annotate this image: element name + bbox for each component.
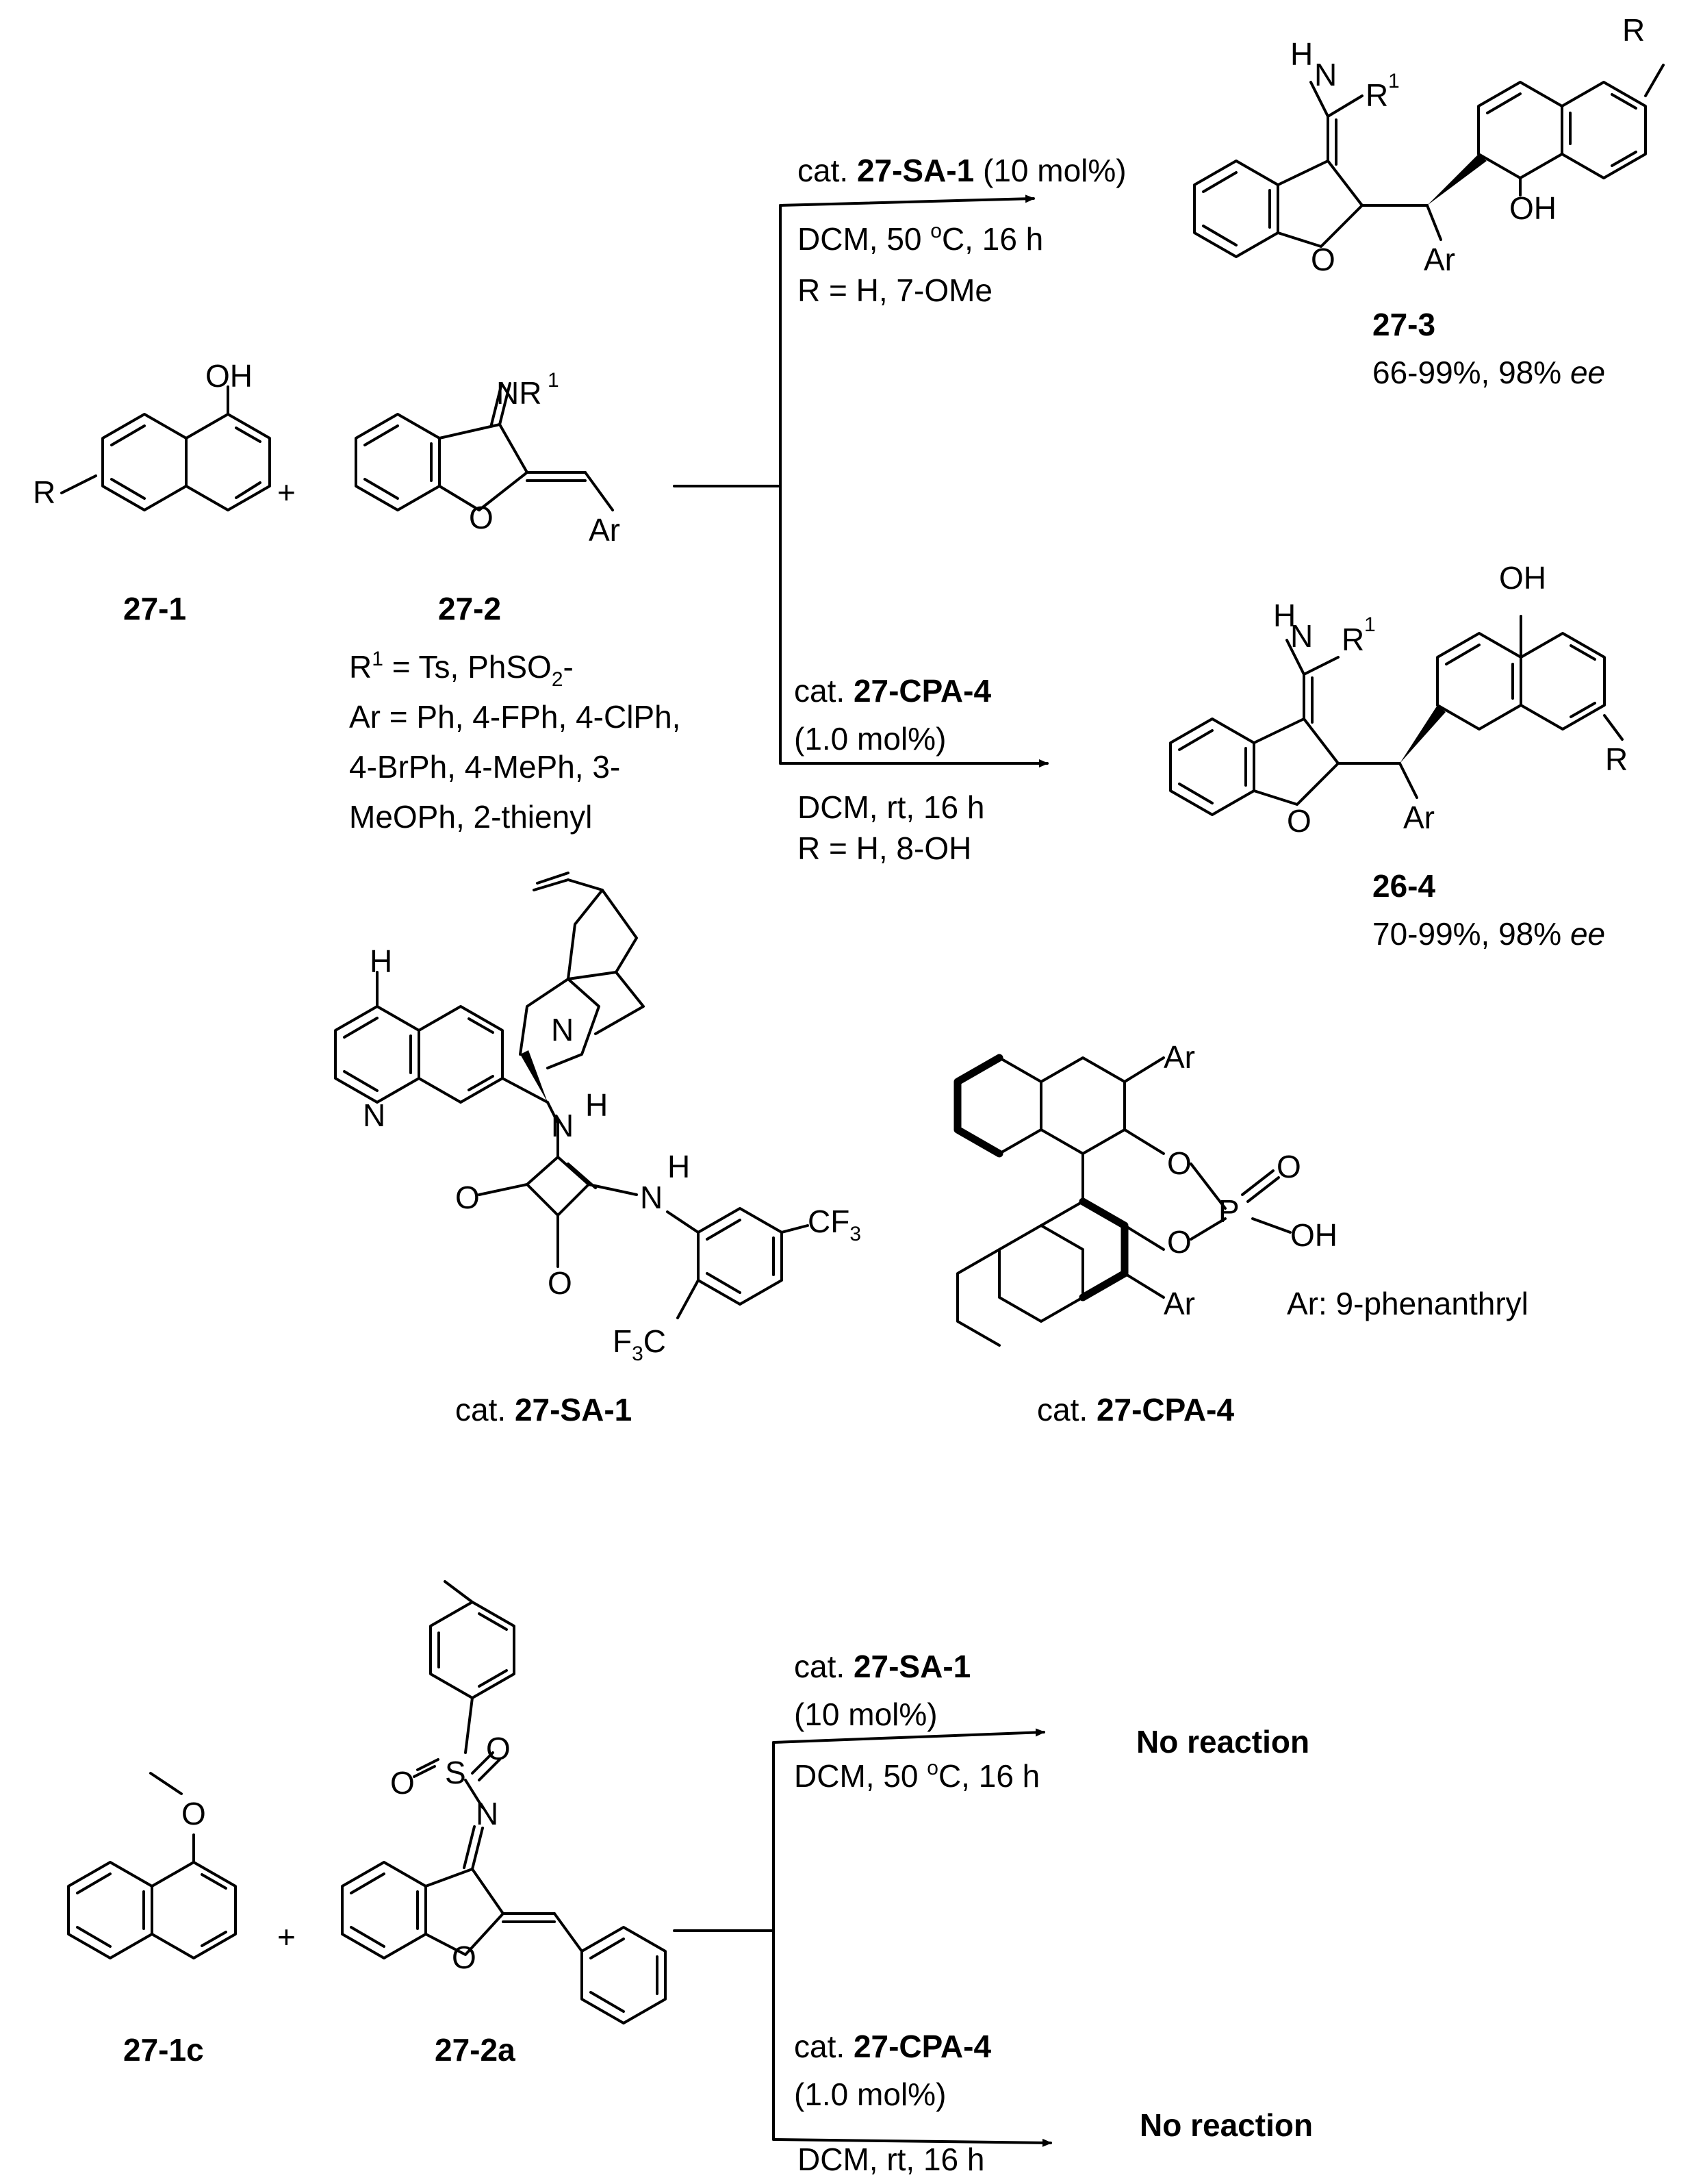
- sulfonyl-o-label: O: [486, 1731, 511, 1766]
- catalyst-loading-line: (1.0 mol%): [794, 721, 946, 757]
- aryl-bottom-label: Ar: [1164, 1286, 1195, 1321]
- r1-superscript: 1: [1364, 613, 1376, 636]
- structure-26-4: O N H R 1 OH Ar R: [1169, 560, 1628, 839]
- result-no-reaction-lower: No reaction: [1140, 2107, 1313, 2143]
- furan-oxygen-label: O: [1311, 242, 1335, 277]
- r-scope-line: R = H, 7-OMe: [797, 272, 993, 308]
- amine-h-label: H: [1290, 36, 1313, 72]
- imine-superscript: 1: [548, 369, 559, 392]
- ar-definition-line-1: Ar = Ph, 4-FPh, 4-ClPh,: [349, 699, 680, 735]
- furan-oxygen-label: O: [469, 500, 494, 535]
- conditions-bottom-upper: cat. 27-SA-1 (10 mol%) DCM, 50 oC, 16 h …: [794, 1649, 1309, 1794]
- ar-definition-line-2: 4-BrPh, 4-MePh, 3-: [349, 749, 620, 785]
- structure-27-3: O N H R 1 OH Ar R: [1193, 12, 1665, 277]
- branch-arrows-top: [673, 194, 1049, 767]
- amine-n-label: N: [1314, 57, 1337, 92]
- h-label: H: [370, 943, 392, 979]
- conditions-bottom-lower: cat. 27-CPA-4 (1.0 mol%) DCM, rt, 16 h N…: [794, 2029, 1313, 2177]
- aryl-n-label: N: [640, 1180, 663, 1215]
- f3c-label: F3C: [613, 1323, 666, 1365]
- phosphoric-oh-label: OH: [1290, 1217, 1337, 1253]
- yield-27-3: 66-99%, 98% ee: [1372, 355, 1605, 390]
- catalyst-loading-line: (10 mol%): [794, 1697, 938, 1732]
- imine-n-label: N: [476, 1796, 498, 1831]
- compound-label-27-1: 27-1: [123, 591, 186, 626]
- r1-label: R: [1342, 622, 1364, 657]
- compound-label-27-1c: 27-1c: [123, 2032, 204, 2068]
- catalyst-line: cat. 27-CPA-4: [794, 2029, 991, 2064]
- solvent-line: DCM, rt, 16 h: [797, 2142, 985, 2177]
- carbonyl-o-label: O: [548, 1265, 572, 1301]
- carbonyl-o-label: O: [455, 1180, 480, 1215]
- compound-label-27-2: 27-2: [438, 591, 501, 626]
- ester-o-bottom-label: O: [1167, 1224, 1192, 1260]
- structure-27-2a: O N S O O: [341, 1580, 667, 2024]
- phosphoryl-o-label: O: [1277, 1149, 1301, 1184]
- sulfonyl-o-label: O: [390, 1765, 415, 1801]
- catalyst-label-27-CPA-4: cat. 27-CPA-4: [1037, 1392, 1234, 1427]
- r-scope-line: R = H, 8-OH: [797, 830, 971, 866]
- nh-h-label: H: [585, 1087, 608, 1123]
- aryl-nh-h-label: H: [667, 1149, 690, 1184]
- structure-27-2: O NR 1 Ar: [355, 369, 620, 548]
- catalyst-line: cat. 27-CPA-4: [794, 673, 991, 709]
- ar-definition: Ar: 9-phenanthryl: [1287, 1286, 1528, 1321]
- aryl-top-label: Ar: [1164, 1039, 1195, 1075]
- r-label: R: [1605, 741, 1628, 777]
- furan-oxygen-label: O: [452, 1940, 476, 1975]
- amine-n-label: N: [1290, 618, 1313, 654]
- plus-sign: +: [277, 1919, 296, 1955]
- structure-27-1: OH R: [33, 358, 271, 511]
- result-no-reaction-upper: No reaction: [1136, 1724, 1309, 1760]
- quinuclidine-n-label: N: [551, 1012, 574, 1047]
- compound-label-27-2a: 27-2a: [435, 2032, 515, 2068]
- structure-catalyst-27-SA-1: H N N N H O O N H CF3 F3C: [334, 872, 861, 1365]
- catalyst-label-27-SA-1: cat. 27-SA-1: [455, 1392, 632, 1427]
- catalyst-line: cat. 27-SA-1 (10 mol%): [797, 153, 1127, 188]
- compound-label-27-3: 27-3: [1372, 307, 1435, 342]
- r1-label: R: [1366, 77, 1388, 113]
- catalyst-line: cat. 27-SA-1: [794, 1649, 971, 1684]
- plus-sign: +: [277, 474, 296, 510]
- imine-label: NR: [496, 375, 541, 411]
- hydroxyl-label: OH: [1509, 190, 1557, 226]
- solvent-line: DCM, rt, 16 h: [797, 789, 985, 825]
- catalyst-loading-line: (1.0 mol%): [794, 2077, 946, 2112]
- phosphorus-label: P: [1218, 1193, 1240, 1229]
- hydroxyl-label: OH: [205, 358, 253, 394]
- cf3-label: CF3: [808, 1204, 861, 1245]
- branch-arrows-bottom: [673, 1728, 1052, 2147]
- r-substituent-label: R: [33, 474, 55, 510]
- aryl-label: Ar: [1403, 800, 1435, 835]
- methoxy-o-label: O: [181, 1796, 206, 1831]
- r1-superscript: 1: [1388, 70, 1400, 92]
- amine-h-label: H: [1273, 598, 1296, 633]
- yield-26-4: 70-99%, 98% ee: [1372, 916, 1605, 952]
- sulfur-label: S: [445, 1755, 466, 1790]
- compound-label-26-4: 26-4: [1372, 868, 1435, 904]
- hydroxyl-label: OH: [1499, 560, 1546, 596]
- furan-oxygen-label: O: [1287, 803, 1311, 839]
- aryl-label: Ar: [1424, 242, 1455, 277]
- quinoline-n-label: N: [363, 1097, 385, 1133]
- conditions-top: cat. 27-SA-1 (10 mol%) DCM, 50 oC, 16 h …: [797, 153, 1127, 308]
- solvent-temperature-line: DCM, 50 oC, 16 h: [797, 220, 1043, 257]
- structure-catalyst-27-CPA-4: Ar O O P O OH Ar Ar: 9-phenanthryl: [953, 1039, 1528, 1347]
- structure-27-1c: O: [67, 1772, 237, 1959]
- aryl-label: Ar: [589, 512, 620, 548]
- r-label: R: [1622, 12, 1645, 48]
- solvent-temperature-line: DCM, 50 oC, 16 h: [794, 1757, 1040, 1794]
- ester-o-top-label: O: [1167, 1145, 1192, 1181]
- r1-definition: R1 = Ts, PhSO2-: [349, 648, 574, 691]
- nh-n-label: N: [551, 1108, 574, 1143]
- ar-definition-line-3: MeOPh, 2-thienyl: [349, 799, 592, 835]
- conditions-middle: cat. 27-CPA-4 (1.0 mol%) DCM, rt, 16 h R…: [794, 673, 991, 866]
- substituent-definitions: R1 = Ts, PhSO2- Ar = Ph, 4-FPh, 4-ClPh, …: [349, 648, 680, 835]
